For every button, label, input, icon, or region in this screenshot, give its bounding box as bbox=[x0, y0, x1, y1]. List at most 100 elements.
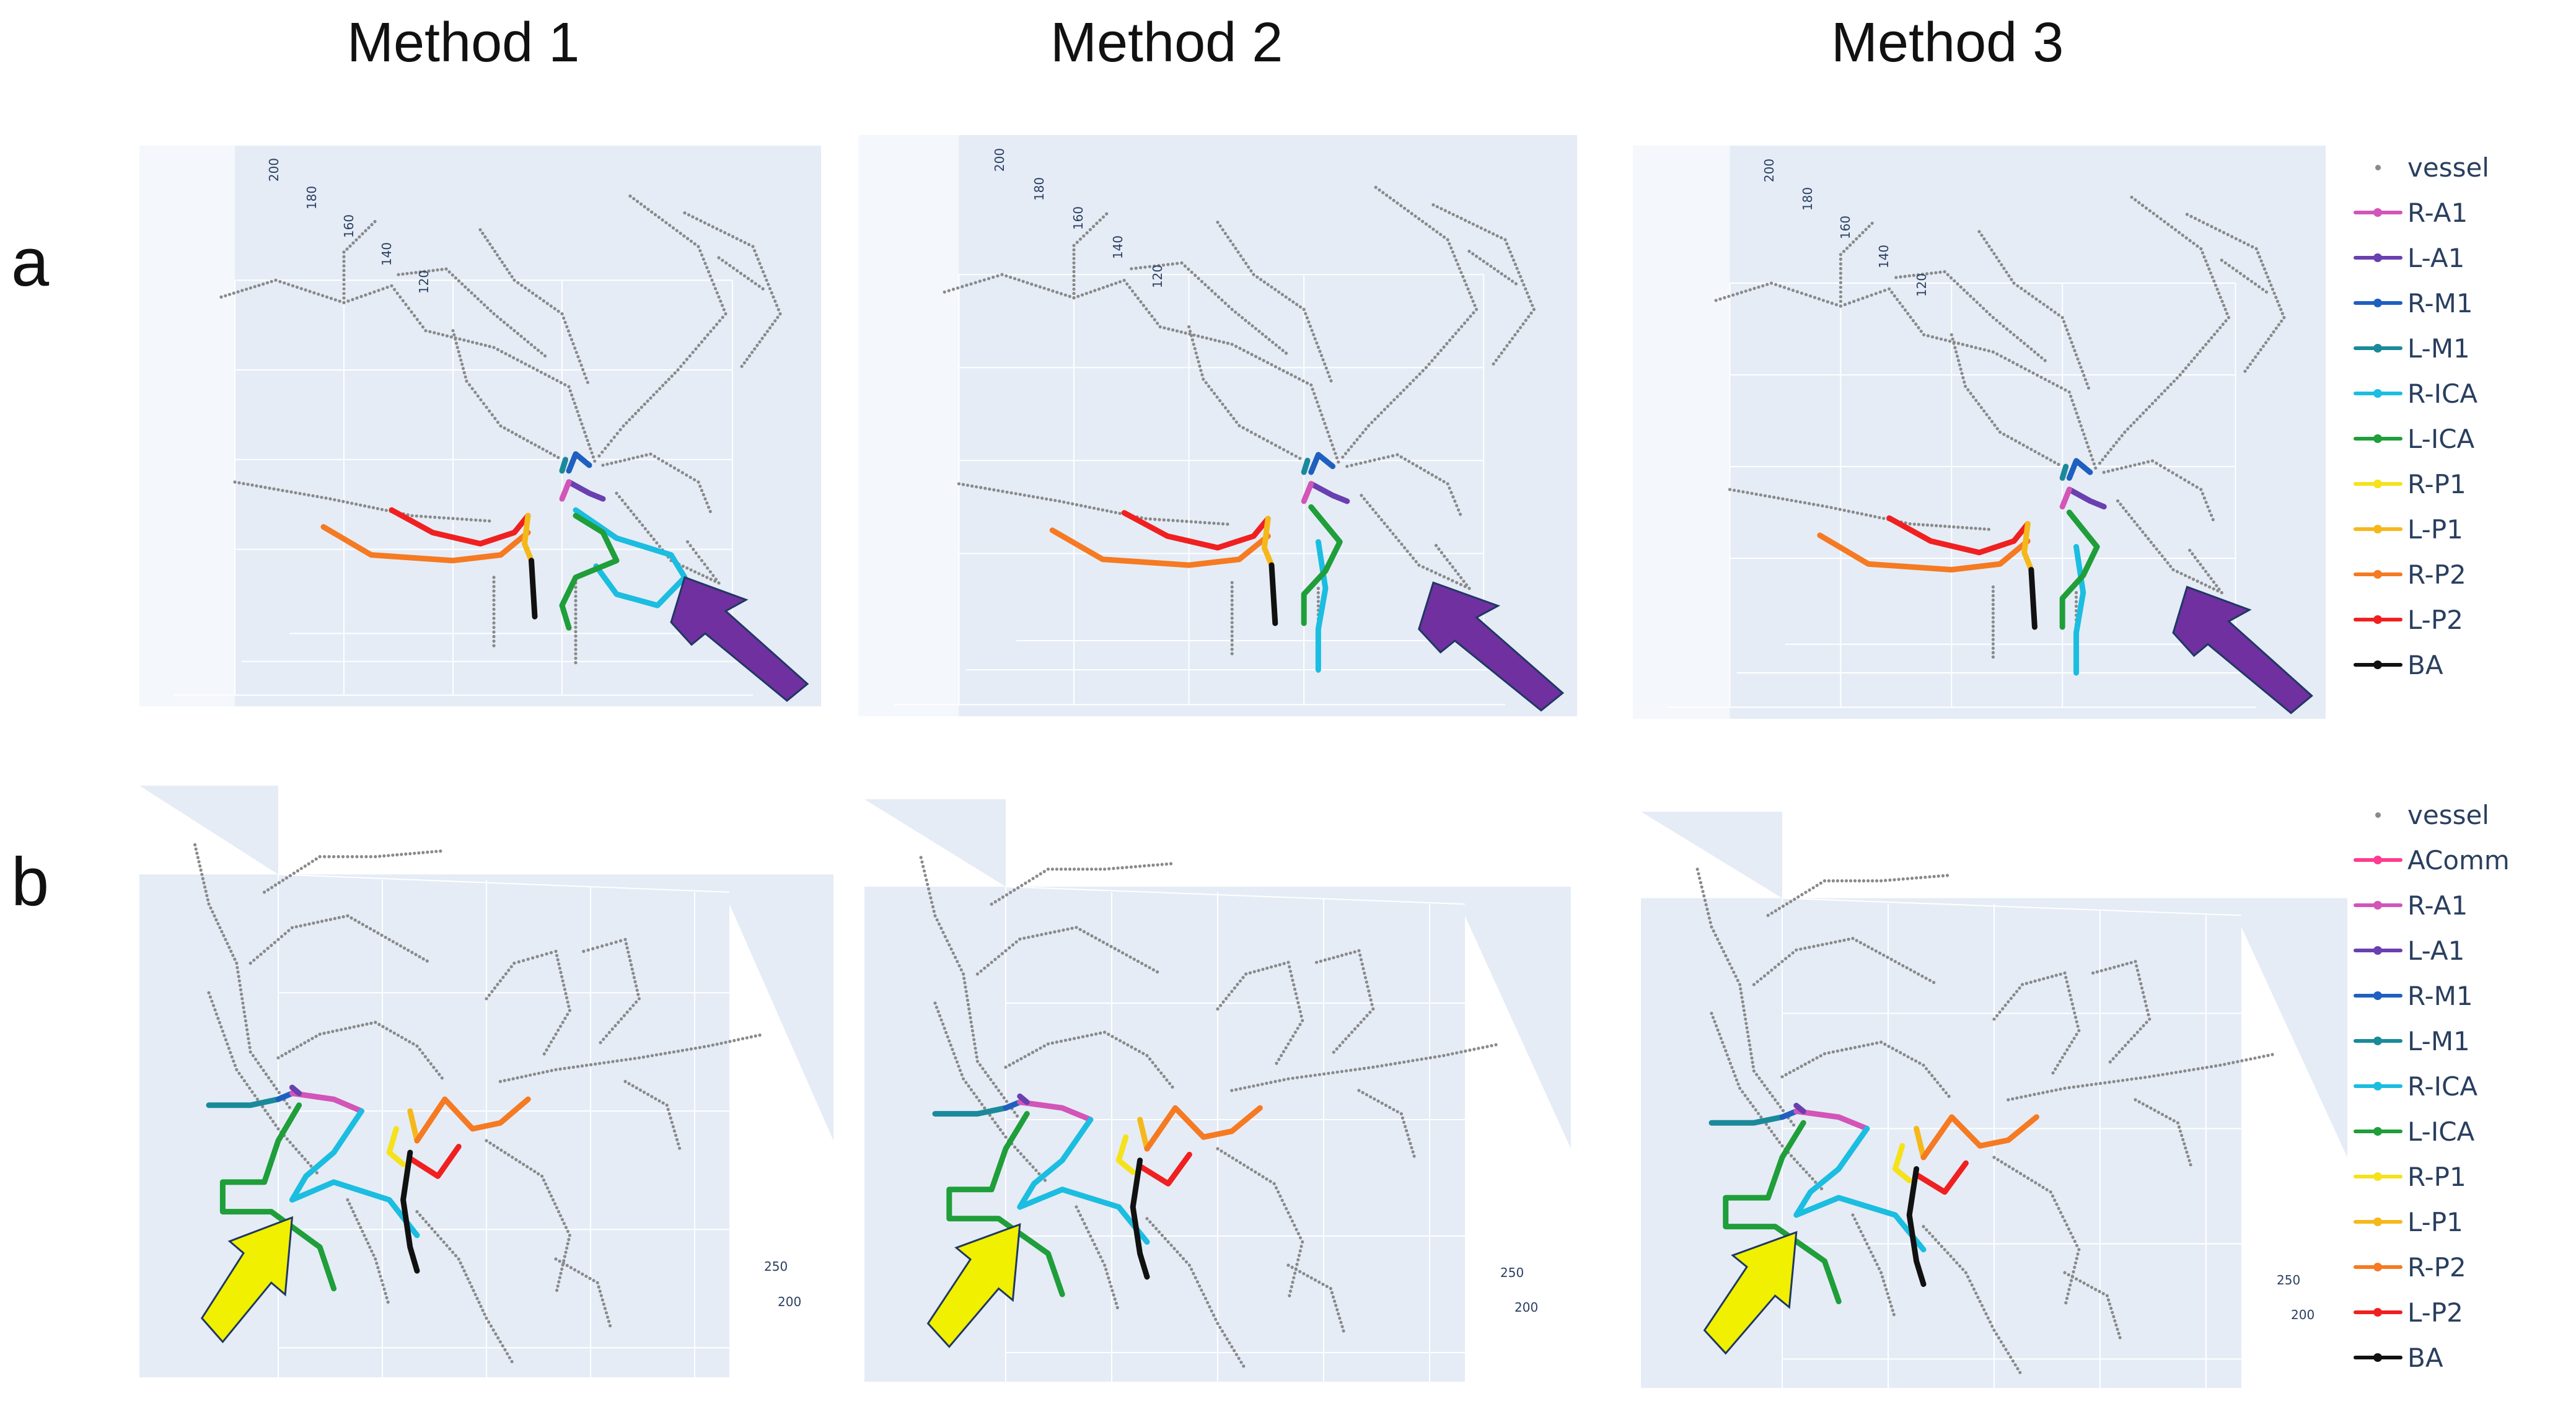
segment-r-a1 bbox=[289, 1090, 364, 1114]
segment-r-m1 bbox=[566, 451, 592, 474]
segment-l-ica bbox=[559, 512, 620, 631]
segment-r-p1 bbox=[1115, 1134, 1136, 1175]
vessel-branch bbox=[1216, 960, 1304, 1065]
segment-r-ica bbox=[289, 1108, 420, 1239]
segment-r-p2 bbox=[320, 524, 531, 564]
axis-tick-label: 250 bbox=[2277, 1273, 2301, 1288]
legend-item-l-a1[interactable]: L-A1 bbox=[2349, 932, 2464, 969]
legend-item-l-a1[interactable]: L-A1 bbox=[2349, 239, 2464, 276]
vessel-branch bbox=[1130, 261, 1288, 355]
vessel-branch bbox=[1230, 581, 1234, 656]
legend-label: BA bbox=[2407, 649, 2443, 680]
segment-r-p2 bbox=[1817, 532, 2031, 573]
segment-ba bbox=[1130, 1157, 1150, 1280]
legend-item-vessel[interactable]: vessel bbox=[2349, 149, 2489, 186]
vessel-branch bbox=[2134, 1098, 2192, 1167]
vessel-branch bbox=[1894, 270, 2047, 362]
axis-tick-label: 250 bbox=[1500, 1265, 1524, 1280]
vessel-branch bbox=[1992, 971, 2081, 1075]
line-marker-icon bbox=[2349, 1158, 2407, 1195]
vessel-branch bbox=[342, 220, 377, 304]
legend-item-ba[interactable]: BA bbox=[2349, 646, 2443, 683]
vessel-branch bbox=[219, 278, 597, 463]
segment-l-m1 bbox=[2059, 463, 2069, 481]
legend-label: L-P1 bbox=[2407, 1206, 2463, 1237]
legend-item-l-m1[interactable]: L-M1 bbox=[2349, 1022, 2470, 1060]
segment-ba bbox=[1268, 562, 1278, 626]
vessel-branch bbox=[397, 267, 547, 358]
axis-tick-label: 200 bbox=[1762, 158, 1777, 183]
grid-lines bbox=[1782, 897, 2242, 1388]
legend-item-r-ica[interactable]: R-ICA bbox=[2349, 1068, 2477, 1105]
segment-l-p2 bbox=[1121, 510, 1271, 551]
vessel-branch bbox=[451, 329, 560, 459]
legend-item-r-p2[interactable]: R-P2 bbox=[2349, 556, 2466, 593]
grid-lines bbox=[278, 874, 730, 1377]
legend-item-acomm[interactable]: AComm bbox=[2349, 841, 2510, 879]
vessel-branch bbox=[1851, 1213, 1896, 1317]
legend-label: R-A1 bbox=[2407, 197, 2468, 228]
vessel-plot bbox=[1641, 812, 2347, 1388]
legend-item-r-ica[interactable]: R-ICA bbox=[2349, 375, 2477, 412]
legend-item-l-ica[interactable]: L-ICA bbox=[2349, 1113, 2474, 1150]
segment-l-p1 bbox=[522, 512, 534, 564]
vessel-plot bbox=[858, 135, 1565, 716]
vessel-branch bbox=[1467, 250, 1518, 286]
vessel-branch bbox=[492, 576, 496, 647]
axis-tick-label: 120 bbox=[1914, 273, 1930, 297]
legend-item-vessel[interactable]: vessel bbox=[2349, 796, 2489, 833]
vessel-branch bbox=[1431, 203, 1536, 366]
legend-item-r-p1[interactable]: R-P1 bbox=[2349, 1158, 2466, 1195]
legend-item-l-p2[interactable]: L-P2 bbox=[2349, 1294, 2463, 1331]
vessel-branch bbox=[683, 211, 782, 368]
vessel-branch bbox=[2098, 195, 2231, 465]
line-marker-icon bbox=[2349, 1339, 2407, 1376]
legend-item-l-m1[interactable]: L-M1 bbox=[2349, 330, 2470, 367]
vessel-plot bbox=[864, 799, 1571, 1382]
legend-label: vessel bbox=[2407, 799, 2489, 830]
vessel-branch bbox=[1072, 212, 1109, 300]
vessel-branch bbox=[601, 452, 712, 514]
segment-l-ica bbox=[1301, 504, 1343, 626]
legend-item-r-p2[interactable]: R-P2 bbox=[2349, 1248, 2466, 1286]
axis-tick-label: 140 bbox=[1876, 244, 1892, 269]
legend-item-r-m1[interactable]: R-M1 bbox=[2349, 284, 2473, 322]
legend-item-l-p2[interactable]: L-P2 bbox=[2349, 601, 2463, 638]
vessel-branch bbox=[415, 1210, 514, 1364]
line-marker-icon bbox=[2349, 932, 2407, 969]
segment-l-a1 bbox=[566, 479, 606, 502]
vessel-branch bbox=[1216, 221, 1333, 383]
legend-item-r-m1[interactable]: R-M1 bbox=[2349, 977, 2473, 1014]
axis-tick-label: 140 bbox=[1110, 235, 1126, 260]
line-marker-icon bbox=[2349, 511, 2407, 548]
segment-ba bbox=[2028, 567, 2038, 630]
segment-l-m1 bbox=[1301, 457, 1311, 475]
legend-item-r-a1[interactable]: R-A1 bbox=[2349, 887, 2468, 924]
vessel-branch bbox=[346, 1198, 390, 1304]
legend-label: L-ICA bbox=[2407, 1116, 2475, 1147]
vessel-branch bbox=[2102, 459, 2215, 522]
legend-item-l-p1[interactable]: L-P1 bbox=[2349, 511, 2463, 548]
legend-item-ba[interactable]: BA bbox=[2349, 1339, 2443, 1376]
axis-tick-label: 160 bbox=[1071, 206, 1086, 230]
vessel-branch bbox=[1977, 230, 2090, 390]
legend-item-l-p1[interactable]: L-P1 bbox=[2349, 1203, 2463, 1240]
legend-item-l-ica[interactable]: L-ICA bbox=[2349, 420, 2474, 457]
vessel-branch bbox=[1230, 1043, 1498, 1092]
vessel-branch bbox=[1075, 1205, 1119, 1309]
legend-item-r-a1[interactable]: R-A1 bbox=[2349, 194, 2468, 231]
vessel-branch bbox=[1922, 1225, 2022, 1374]
line-marker-icon bbox=[2349, 841, 2407, 879]
segment-r-ica bbox=[1793, 1126, 1927, 1253]
segment-r-a1 bbox=[559, 479, 572, 502]
segment-l-p2 bbox=[389, 507, 531, 547]
legend-item-r-p1[interactable]: R-P1 bbox=[2349, 465, 2466, 502]
line-marker-icon bbox=[2349, 1022, 2407, 1060]
vessel-branch bbox=[2063, 1271, 2122, 1340]
vessel-branch bbox=[1345, 453, 1462, 516]
